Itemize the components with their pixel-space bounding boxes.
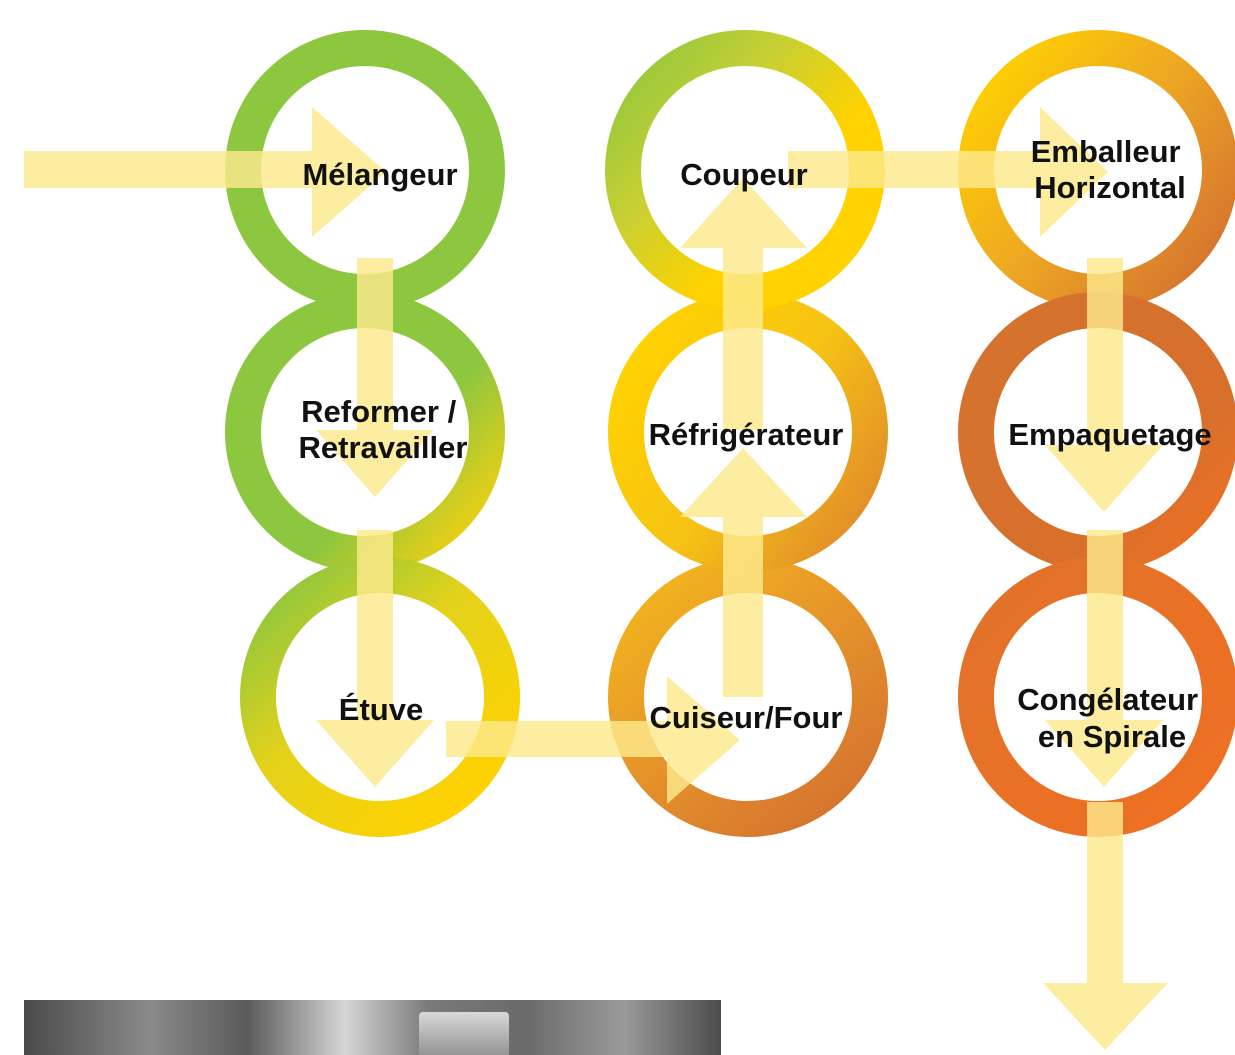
arrow-refrigerateur-coupeur xyxy=(680,178,807,430)
arrow-empaquetage-congelateur xyxy=(1045,530,1163,787)
arrow-melangeur-reformer xyxy=(316,258,434,497)
label-refrigerateur: Réfrigérateur xyxy=(649,417,844,452)
label-etuve: Étuve xyxy=(339,692,423,727)
label-emballeur: Emballeur Horizontal xyxy=(1031,134,1190,205)
label-melangeur: Mélangeur xyxy=(302,157,457,192)
arrow-entry xyxy=(24,107,386,237)
label-congelateur: Congélateur en Spirale xyxy=(1017,682,1206,754)
arrow-cuiseur-refrigerateur xyxy=(680,448,807,697)
arrow-etuve-cuiseur xyxy=(446,676,740,804)
label-coupeur: Coupeur xyxy=(680,157,807,192)
arrow-reformer-etuve xyxy=(316,530,434,787)
arrow-coupeur-emballeur xyxy=(788,107,1108,237)
label-cuiseur: Cuiseur/Four xyxy=(650,700,843,735)
arrow-emballeur-empaquetage xyxy=(1045,258,1163,512)
machine-photo-detail xyxy=(419,1012,509,1055)
label-empaquetage: Empaquetage xyxy=(1008,417,1211,452)
label-reformer: Reformer / Retravailler xyxy=(299,394,468,465)
node-labels: Mélangeur Reformer / Retravailler Étuve … xyxy=(299,134,1212,754)
machine-photo xyxy=(24,1000,721,1055)
flow-arrows xyxy=(24,107,1168,1050)
arrow-exit xyxy=(1043,802,1168,1050)
